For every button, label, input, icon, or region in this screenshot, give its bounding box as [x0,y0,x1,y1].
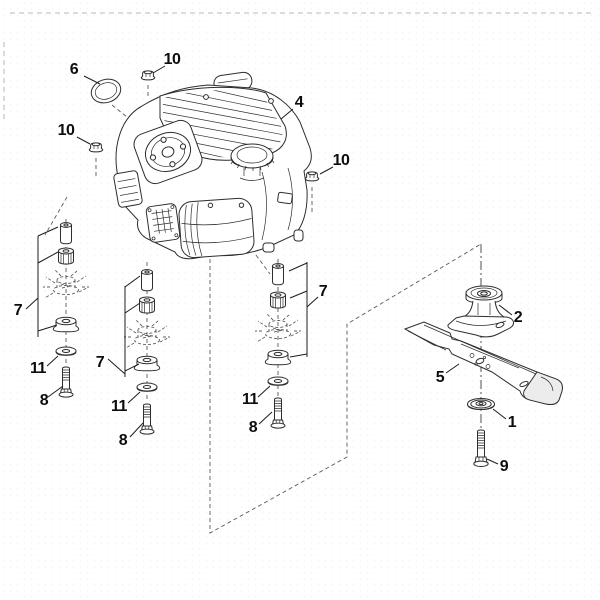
carburetor [145,203,181,243]
flat-washer [55,346,77,356]
flat-washer [267,376,289,386]
side-vent [113,170,143,208]
callout-11-washer-left[interactable]: 11 [30,360,46,377]
callout-7-buffer-set-middle[interactable]: 7 [95,354,105,371]
bracket-left [25,226,59,337]
page-border [3,12,592,120]
sealing-ring [90,78,122,104]
mount-bolt [270,397,286,429]
callout-2-blade-adapter[interactable]: 2 [513,309,523,326]
bracket-middle [107,275,141,377]
flange-nut-top [140,70,156,81]
flange-nut-left [88,142,104,153]
spacer-sleeve [141,269,153,292]
callout-8-mount-bolt-middle[interactable]: 8 [118,432,128,449]
bracket-right [288,262,319,358]
blade [403,321,563,405]
callout-10-flange-nut-left[interactable]: 10 [57,122,75,139]
engine [113,71,312,260]
callout-4-engine[interactable]: 4 [294,94,304,111]
callout-7-buffer-set-left[interactable]: 7 [13,302,23,319]
callout-11-washer-right[interactable]: 11 [242,391,258,408]
spacer-sleeve [60,222,72,245]
callout-10-flange-nut-right[interactable]: 10 [332,152,350,169]
callout-5-blade[interactable]: 5 [435,369,445,386]
leader-lines [25,65,513,465]
flange-nut-right [304,171,320,182]
flat-washer [136,382,158,392]
rubber-bushing [270,291,286,309]
mount-bolt [139,403,155,435]
rubber-bushing [58,247,74,265]
cup-washer [467,398,495,411]
buffer-stack-middle [123,269,171,435]
recoil-starter [133,119,203,185]
mount-bolt [58,366,74,398]
callout-11-washer-middle[interactable]: 11 [111,398,127,415]
callout-9-blade-bolt[interactable]: 9 [499,458,509,475]
callout-7-buffer-set-right[interactable]: 7 [318,283,328,300]
spacer-sleeve [272,263,284,286]
callout-8-mount-bolt-right[interactable]: 8 [248,419,258,436]
callout-10-flange-nut-top[interactable]: 10 [163,51,181,68]
muffler [178,197,255,259]
flange-bushing [52,316,80,333]
flange-bushing [133,355,161,372]
fuel-cap [230,143,275,181]
callout-6-sealing-ring[interactable]: 6 [69,61,79,78]
blade-adapter [447,285,514,338]
buffer-stack-left [42,222,90,398]
rubber-bushing [139,296,155,314]
flange-bushing [264,349,292,366]
callout-8-mount-bolt-left[interactable]: 8 [39,392,49,409]
blade-bolt [473,429,489,467]
callout-1-cup-washer[interactable]: 1 [507,414,517,431]
